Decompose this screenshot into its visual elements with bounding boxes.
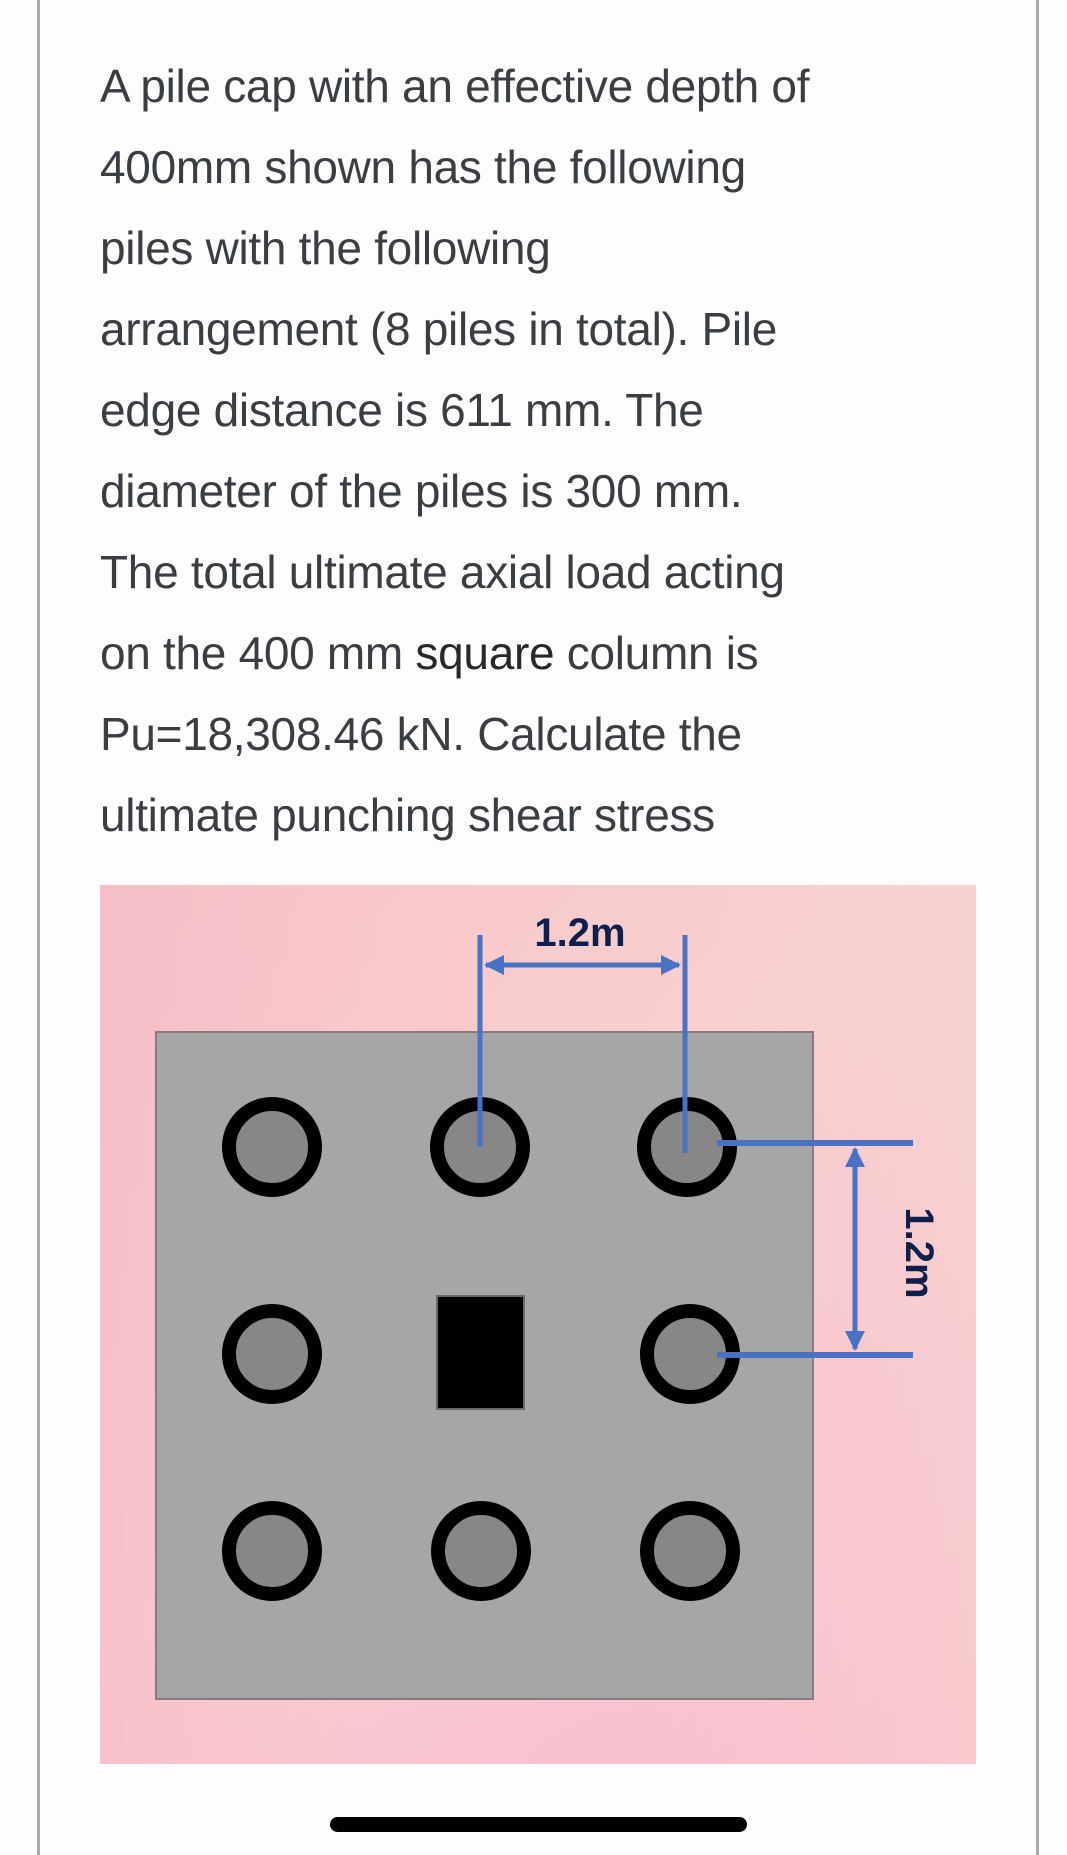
question-text: A pile cap with an effective depth of 40… [100,46,1000,856]
vertical-dimension: 1.2m [717,1140,941,1358]
column-square [436,1295,525,1410]
pile [431,1501,531,1601]
question-text-fragment: column is [554,627,759,679]
frame-border-left [37,0,40,1855]
question-line: Pu=18,308.46 kN. Calculate the [100,708,742,760]
home-indicator-bar[interactable] [330,1817,747,1832]
pile [222,1097,322,1197]
question-line: A pile cap with an effective depth of [100,60,810,112]
question-line: on the 400 mm square column is [100,613,1000,694]
question-line: piles with the following [100,222,551,274]
horizontal-dimension-label: 1.2m [534,911,625,955]
frame-border-right [1036,0,1039,1855]
horizontal-dimension: 1.2m [477,911,688,1153]
pile [222,1501,322,1601]
question-line: ultimate punching shear stress [100,789,715,841]
emphasized-term-square: square [415,627,555,679]
question-line: edge distance is 611 mm. The [100,384,704,436]
pile-cap-diagram: 1.2m 1.2m [100,885,976,1764]
question-text-fragment: on the 400 mm [100,627,416,679]
question-line: arrangement (8 piles in total). Pile [100,303,777,355]
question-line: The total ultimate axial load acting [100,546,785,598]
pile [222,1304,322,1404]
vertical-dimension-label: 1.2m [897,1207,941,1298]
pile [640,1501,740,1601]
question-line: 400mm shown has the following [100,141,746,193]
question-line: diameter of the piles is 300 mm. [100,465,743,517]
